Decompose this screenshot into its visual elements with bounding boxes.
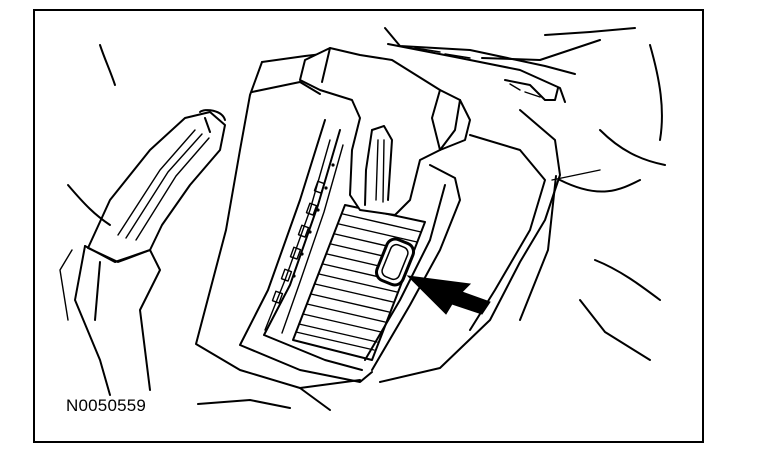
console-surround [195, 51, 601, 411]
prndl-indicator [264, 139, 344, 334]
release-button [374, 237, 416, 287]
dashboard-trim [384, 27, 636, 103]
figure-id-label: N0050559 [66, 396, 147, 415]
shift-gate-bezel [239, 119, 461, 383]
gear-shift-lever [299, 47, 471, 216]
figure-frame [33, 9, 704, 443]
parking-brake-handle [59, 109, 226, 396]
gate-cover-slats [292, 204, 426, 361]
pointer-arrow [406, 275, 491, 315]
seat-outlines [67, 44, 666, 409]
